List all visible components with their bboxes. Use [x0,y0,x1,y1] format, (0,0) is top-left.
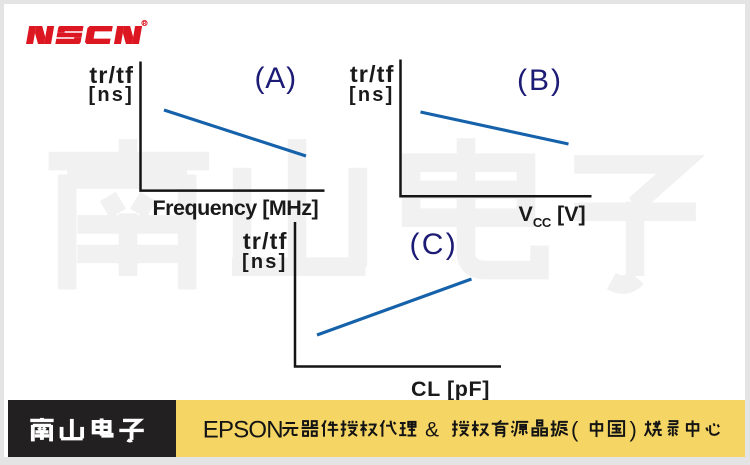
svg-text:&: & [425,419,439,442]
svg-text:(: ( [571,417,579,442]
svg-text:EPSON: EPSON [203,417,283,444]
svg-text:): ) [630,417,637,442]
svg-text:R: R [143,21,147,27]
